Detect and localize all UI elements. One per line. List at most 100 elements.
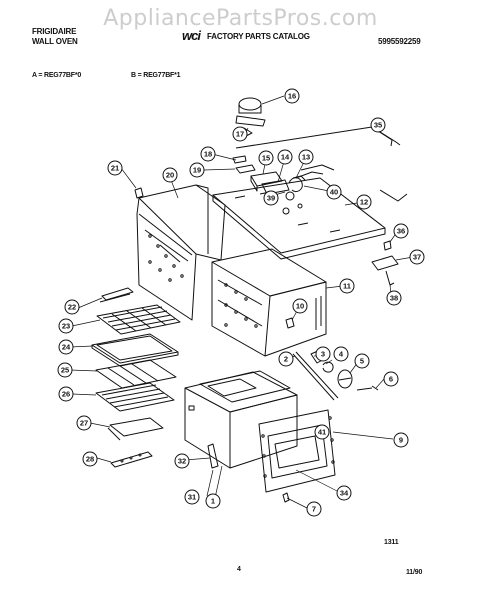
- callout-circle-38: [386, 290, 402, 306]
- part-40-coil: [288, 171, 324, 193]
- figure-code: 1311: [384, 539, 399, 546]
- callout-label-23: 23: [62, 322, 70, 331]
- callout-label-35: 35: [374, 121, 382, 130]
- part-14-component: [261, 179, 290, 195]
- catalog-number: 5995592259: [378, 37, 421, 46]
- callout-label-31: 31: [188, 493, 196, 502]
- part-23-oven-rack: [96, 304, 181, 335]
- callout-circle-27: [76, 415, 92, 431]
- callout-circle-18: [200, 146, 216, 162]
- callout-label-3: 3: [321, 350, 325, 359]
- callout-circle-17: [232, 126, 248, 142]
- part-28-element: [110, 451, 153, 468]
- part-11-oven-liner: [211, 248, 327, 357]
- callout-label-20: 20: [166, 171, 174, 180]
- callout-circle-4: [333, 346, 349, 362]
- part-4-switch: [322, 361, 334, 373]
- callout-circle-13: [298, 149, 314, 165]
- callout-label-18: 18: [204, 150, 212, 159]
- callout-circle-37: [409, 249, 425, 265]
- catalog-title: FACTORY PARTS CATALOG: [207, 32, 310, 41]
- callout-label-17: 17: [236, 130, 244, 139]
- wci-logo: wci: [182, 28, 201, 43]
- callout-label-37: 37: [413, 253, 421, 262]
- part-2-trim-strip: [292, 351, 339, 401]
- part-10-connector: [285, 317, 295, 329]
- callout-label-5: 5: [360, 357, 364, 366]
- callout-circle-19: [189, 162, 205, 178]
- brand-line-1: FRIGIDAIRE: [32, 27, 77, 36]
- callout-label-1: 1: [211, 497, 215, 506]
- part-26-oven-rack: [95, 382, 175, 412]
- callout-circle-26: [58, 386, 74, 402]
- part-32-bracket: [207, 443, 219, 469]
- callout-label-38: 38: [390, 294, 398, 303]
- leader-lines: [69, 95, 414, 509]
- callout-circle-14: [277, 149, 293, 165]
- callout-circle-35: [370, 117, 386, 133]
- model-a-label: A = REG77BF*0: [32, 72, 82, 79]
- callout-label-11: 11: [343, 282, 351, 291]
- callout-label-41: 41: [318, 428, 326, 437]
- callout-label-32: 32: [178, 457, 186, 466]
- callout-circle-2: [278, 351, 294, 367]
- callout-label-7: 7: [312, 505, 316, 514]
- callout-label-2: 2: [284, 355, 288, 364]
- part-20-outer-wrapper: [136, 184, 226, 321]
- callout-circle-5: [354, 353, 370, 369]
- callout-circle-20: [162, 167, 178, 183]
- callout-circle-21: [107, 160, 123, 176]
- callout-circle-22: [64, 299, 80, 315]
- part-24-broiler-pan: [91, 333, 179, 367]
- callout-circle-23: [58, 318, 74, 334]
- callout-circle-10: [292, 298, 308, 314]
- callout-circle-11: [339, 278, 355, 294]
- part-13-wire: [300, 164, 335, 171]
- callout-label-10: 10: [296, 302, 304, 311]
- part-5-knob: [337, 369, 353, 389]
- callout-label-39: 39: [267, 194, 275, 203]
- callout-label-21: 21: [111, 164, 119, 173]
- watermark: AppliancePartsPros.com: [103, 6, 378, 31]
- callout-label-26: 26: [62, 390, 70, 399]
- callout-label-22: 22: [68, 303, 76, 312]
- part-35-rod-end: [379, 189, 408, 202]
- callout-circle-28: [82, 451, 98, 467]
- callout-circle-24: [58, 339, 74, 355]
- callout-label-6: 6: [389, 375, 393, 384]
- part-12-top-panel: [212, 177, 386, 260]
- callout-circle-7: [306, 501, 322, 517]
- part-7-screw: [282, 492, 290, 503]
- callout-label-13: 13: [302, 153, 310, 162]
- part-38-screw: [385, 270, 395, 286]
- part-9-front-frame: [258, 409, 336, 493]
- callout-circle-12: [356, 194, 372, 210]
- callout-label-4: 4: [339, 350, 344, 359]
- date-code: 11/90: [406, 569, 423, 576]
- model-b-label: B = REG77BF*1: [131, 72, 181, 79]
- callout-circle-31: [184, 489, 200, 505]
- callout-label-9: 9: [399, 436, 403, 445]
- part-36-clip: [383, 240, 392, 251]
- callout-label-16: 16: [288, 92, 296, 101]
- callout-label-28: 28: [86, 455, 94, 464]
- callout-label-14: 14: [281, 153, 290, 162]
- brand-line-2: WALL OVEN: [32, 37, 78, 46]
- callout-circle-32: [174, 453, 190, 469]
- callout-circle-41: [314, 424, 330, 440]
- part-21-bracket: [134, 187, 144, 199]
- callout-label-34: 34: [340, 489, 349, 498]
- part-37-bracket: [371, 255, 399, 271]
- callout-circle-9: [393, 432, 409, 448]
- callout-label-36: 36: [397, 227, 405, 236]
- callout-circle-34: [336, 485, 352, 501]
- callout-circle-25: [57, 362, 73, 378]
- page-number: 4: [237, 566, 241, 573]
- callout-circle-6: [383, 371, 399, 387]
- callout-circle-36: [393, 223, 409, 239]
- callout-circle-40: [326, 184, 342, 200]
- callout-circle-16: [284, 88, 300, 104]
- callout-circle-1: [205, 493, 221, 509]
